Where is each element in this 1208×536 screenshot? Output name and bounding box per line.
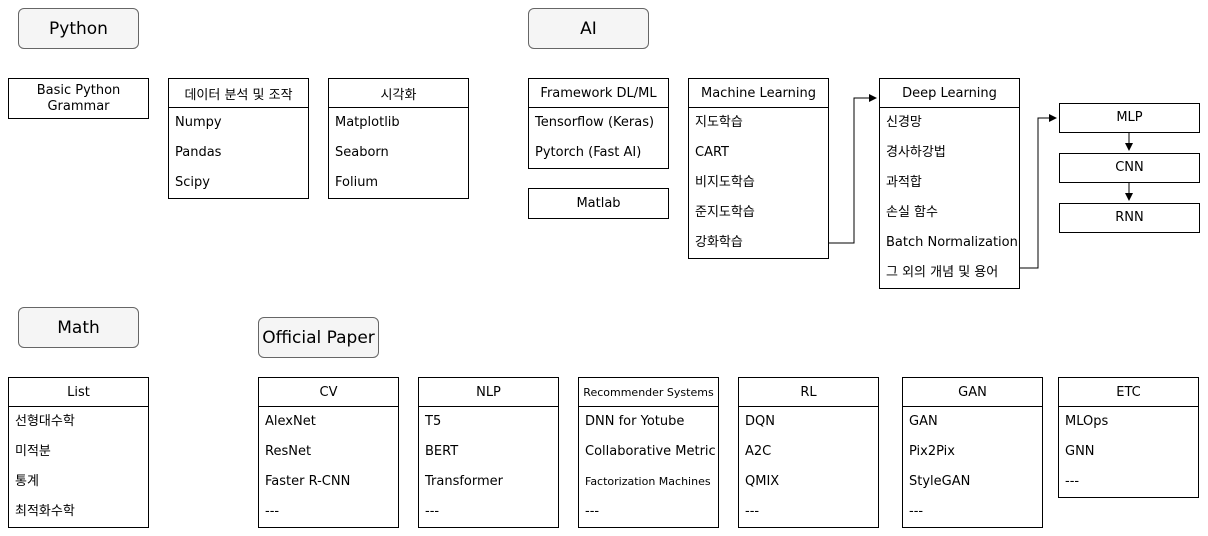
mlp-label: MLP (1116, 110, 1143, 125)
visualization-box: 시각화 Matplotlib Seaborn Folium (328, 78, 469, 199)
paper-etc-title: ETC (1059, 378, 1198, 407)
list-item: 미적분 (15, 444, 51, 459)
machine-learning-title: Machine Learning (689, 79, 828, 108)
paper-etc-box: ETC MLOps GNN --- (1058, 377, 1199, 498)
deep-learning-title: Deep Learning (880, 79, 1019, 108)
list-item: 신경망 (886, 115, 922, 130)
visualization-title: 시각화 (329, 79, 468, 108)
list-item: --- (265, 504, 280, 519)
list-item: 준지도학습 (695, 205, 755, 220)
section-official-paper: Official Paper (258, 317, 379, 358)
list-item: GNN (1065, 444, 1095, 459)
deep-learning-box: Deep Learning 신경망 경사하강법 과적합 손실 함수 Batch … (879, 78, 1020, 289)
paper-cv-title: CV (259, 378, 398, 407)
list-item: DQN (745, 414, 775, 429)
list-item: Factorization Machines (585, 475, 711, 488)
list-item: 통계 (15, 474, 39, 489)
data-analysis-title: 데이터 분석 및 조작 (169, 79, 308, 108)
basic-python-line1: Basic Python (36, 82, 121, 98)
list-item: Tensorflow (Keras) (535, 115, 655, 130)
section-math: Math (18, 307, 139, 348)
list-item: DNN for Yotube (585, 414, 685, 429)
cnn-box: CNN (1059, 153, 1200, 183)
list-item: 선형대수학 (15, 414, 75, 429)
paper-nlp-box: NLP T5 BERT Transformer --- (418, 377, 559, 528)
paper-recommender-title: Recommender Systems (579, 378, 718, 407)
cnn-label: CNN (1115, 160, 1144, 175)
list-item: Collaborative Metric (585, 444, 716, 459)
list-item: --- (425, 504, 440, 519)
dl-to-mlp-connector (1020, 114, 1057, 269)
list-item: 손실 함수 (886, 205, 938, 220)
list-item: BERT (425, 444, 459, 459)
list-item: --- (585, 504, 600, 519)
list-item: 그 외의 개념 및 용어 (886, 265, 999, 280)
list-item: Transformer (425, 474, 504, 489)
list-item: 지도학습 (695, 115, 743, 130)
list-item: Pix2Pix (909, 444, 955, 459)
list-item: 비지도학습 (695, 175, 755, 190)
rnn-label: RNN (1115, 210, 1144, 225)
paper-recommender-box: Recommender Systems DNN for Yotube Colla… (578, 377, 719, 528)
framework-box: Framework DL/ML Tensorflow (Keras) Pytor… (528, 78, 669, 169)
list-item: Pytorch (Fast AI) (535, 145, 642, 160)
list-item: 과적합 (886, 175, 922, 190)
list-item: MLOps (1065, 414, 1109, 429)
list-item: AlexNet (265, 414, 316, 429)
list-item: Scipy (175, 175, 210, 190)
list-item: Matplotlib (335, 115, 400, 130)
section-paper-label: Official Paper (262, 327, 375, 348)
list-item: Batch Normalization (886, 235, 1018, 250)
matlab-box: Matlab (528, 188, 669, 219)
list-item: 최적화수학 (15, 504, 75, 519)
list-item: ResNet (265, 444, 312, 459)
mlp-box: MLP (1059, 103, 1200, 133)
basic-python-grammar-box: Basic Python Grammar (8, 78, 149, 119)
matlab-label: Matlab (576, 195, 621, 211)
list-item: T5 (425, 414, 442, 429)
section-ai-label: AI (580, 18, 597, 39)
section-python-label: Python (49, 18, 108, 39)
list-item: QMIX (745, 474, 780, 489)
list-item: GAN (909, 414, 938, 429)
ml-to-dl-connector (829, 94, 877, 244)
list-item: --- (909, 504, 924, 519)
list-item: 경사하강법 (886, 145, 946, 160)
paper-rl-box: RL DQN A2C QMIX --- (738, 377, 879, 528)
math-list-title: List (9, 378, 148, 407)
list-item: Faster R-CNN (265, 474, 351, 489)
list-item: A2C (745, 444, 772, 459)
paper-gan-box: GAN GAN Pix2Pix StyleGAN --- (902, 377, 1043, 528)
basic-python-line2: Grammar (47, 98, 110, 114)
paper-gan-title: GAN (903, 378, 1042, 407)
list-item: Numpy (175, 115, 222, 130)
paper-nlp-title: NLP (419, 378, 558, 407)
section-python: Python (18, 8, 139, 49)
list-item: Pandas (175, 145, 222, 160)
paper-rl-title: RL (739, 378, 878, 407)
list-item: --- (745, 504, 760, 519)
data-analysis-box: 데이터 분석 및 조작 Numpy Pandas Scipy (168, 78, 309, 199)
list-item: CART (695, 145, 729, 160)
math-list-box: List 선형대수학 미적분 통계 최적화수학 (8, 377, 149, 528)
section-math-label: Math (57, 317, 100, 338)
list-item: StyleGAN (909, 474, 971, 489)
rnn-box: RNN (1059, 203, 1200, 233)
paper-cv-box: CV AlexNet ResNet Faster R-CNN --- (258, 377, 399, 528)
machine-learning-box: Machine Learning 지도학습 CART 비지도학습 준지도학습 강… (688, 78, 829, 259)
list-item: Seaborn (335, 145, 389, 160)
framework-title: Framework DL/ML (529, 79, 668, 108)
list-item: 강화학습 (695, 235, 743, 250)
list-item: Folium (335, 175, 379, 190)
list-item: --- (1065, 474, 1080, 489)
section-ai: AI (528, 8, 649, 49)
